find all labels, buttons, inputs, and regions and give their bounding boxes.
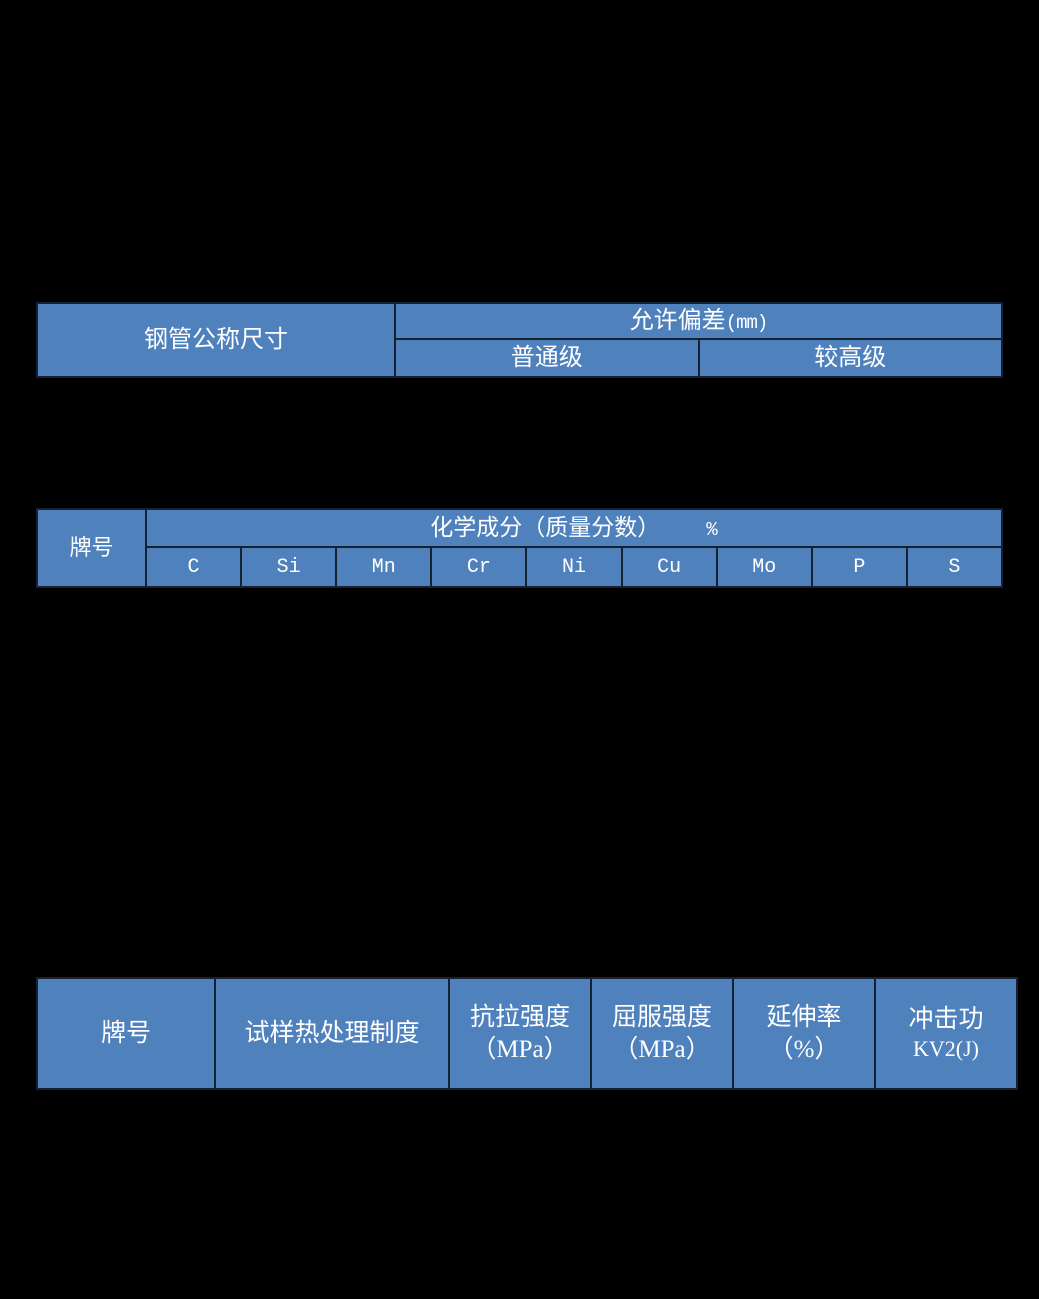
header-element-s: S <box>905 546 1004 588</box>
header-allowable-deviation-label: 允许偏差 <box>629 308 726 334</box>
header-element-p: P <box>810 546 908 588</box>
header-steel-grade: 牌号 <box>36 508 147 588</box>
table-row: C Si Mn Cr Ni Cu Mo P S <box>37 546 1004 588</box>
table-row: 牌号 试样热处理制度 抗拉强度 （MPa） 屈服强度 （MPa） 延伸率 （%）… <box>36 977 1018 1090</box>
header-steel-grade: 牌号 <box>36 977 216 1090</box>
header-elongation-unit: （%） <box>768 1035 840 1063</box>
header-impact-energy: 冲击功 KV2(J) <box>874 977 1018 1090</box>
header-impact-energy-label: 冲击功 <box>908 1006 984 1034</box>
mechanical-properties-table: 牌号 试样热处理制度 抗拉强度 （MPa） 屈服强度 （MPa） 延伸率 （%）… <box>36 977 1018 1090</box>
header-grade-higher: 较高级 <box>697 338 1003 378</box>
header-element-c: C <box>144 546 243 588</box>
header-element-cu: Cu <box>620 546 718 588</box>
table-row: 牌号 化学成分（质量分数）% <box>36 508 1003 588</box>
table-row: 钢管公称尺寸 允许偏差(mm) <box>36 302 1003 378</box>
header-grade-ordinary: 普通级 <box>394 338 700 378</box>
header-nominal-size: 钢管公称尺寸 <box>36 302 396 378</box>
header-yield-strength-unit: （MPa） <box>613 1035 711 1063</box>
header-chemical-composition-label: 化学成分（质量分数） <box>430 514 661 540</box>
header-element-cr: Cr <box>430 546 528 588</box>
header-yield-strength: 屈服强度 （MPa） <box>590 977 734 1090</box>
header-tensile-strength-unit: （MPa） <box>471 1035 569 1063</box>
table-row: 普通级 较高级 <box>37 338 1003 378</box>
header-heat-treatment: 试样热处理制度 <box>214 977 450 1090</box>
header-element-mn: Mn <box>335 546 433 588</box>
header-allowable-deviation-unit: (mm) <box>725 312 769 334</box>
header-chemical-composition: 化学成分（质量分数）% <box>145 508 1003 548</box>
chemical-composition-table: 牌号 化学成分（质量分数）% C Si Mn Cr Ni Cu Mo P S <box>36 508 1004 588</box>
dimension-tolerance-table: 钢管公称尺寸 允许偏差(mm) 普通级 较高级 <box>36 302 1003 378</box>
header-elongation-label: 延伸率 <box>766 1004 842 1032</box>
header-allowable-deviation: 允许偏差(mm) <box>394 302 1003 340</box>
header-tensile-strength-label: 抗拉强度 <box>469 1004 570 1032</box>
header-tensile-strength: 抗拉强度 （MPa） <box>448 977 592 1090</box>
header-yield-strength-label: 屈服强度 <box>611 1004 712 1032</box>
header-elongation: 延伸率 （%） <box>732 977 876 1090</box>
header-element-mo: Mo <box>715 546 813 588</box>
header-chemical-composition-unit: % <box>706 518 718 541</box>
header-element-ni: Ni <box>525 546 623 588</box>
header-impact-energy-unit: KV2(J) <box>913 1036 979 1062</box>
header-element-si: Si <box>240 546 338 588</box>
